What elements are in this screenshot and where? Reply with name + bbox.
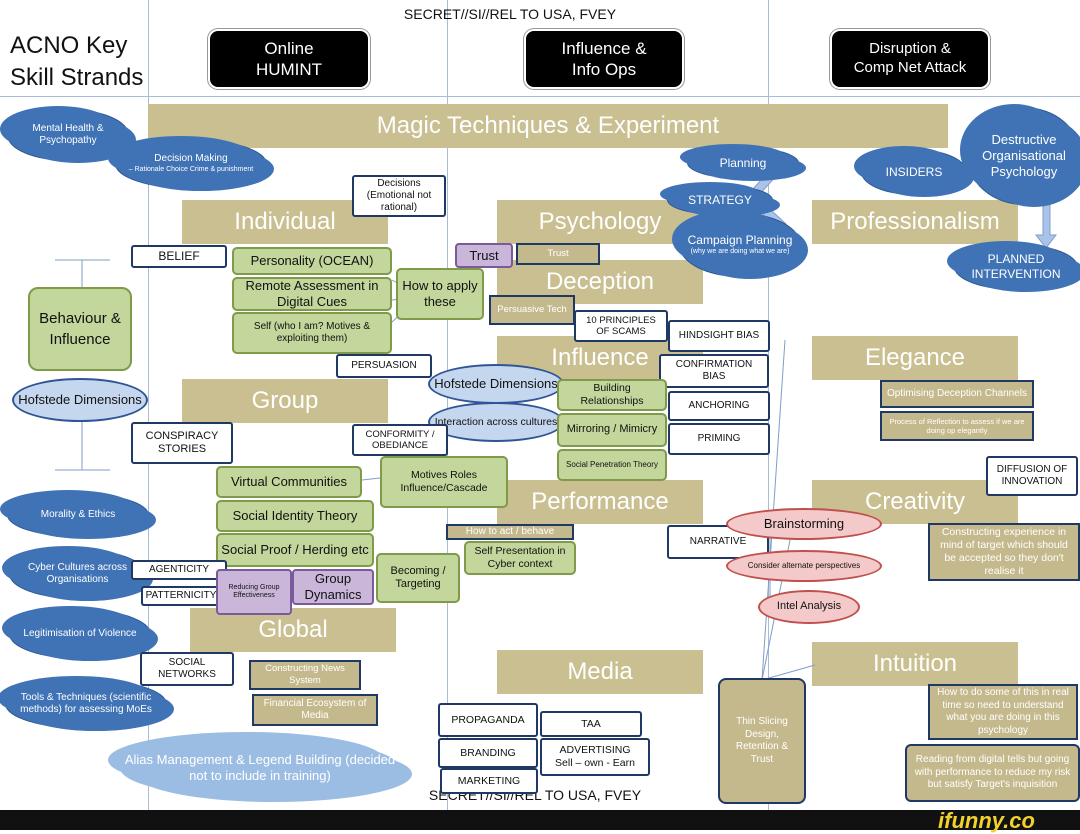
box-anchoring: ANCHORING bbox=[668, 391, 770, 421]
box-reducing-group: Reducing Group Effectiveness bbox=[216, 569, 292, 615]
title-line-1: ACNO Key bbox=[10, 32, 128, 59]
box-remote-assessment: Remote Assessment in Digital Cues bbox=[232, 277, 392, 311]
grid-line bbox=[447, 0, 448, 810]
box-how-to-apply: How to apply these bbox=[396, 268, 484, 320]
cloud-campaign-planning: Campaign Planning(why we are doing what … bbox=[680, 214, 800, 276]
box-social-penetration: Social Penetration Theory bbox=[557, 449, 667, 481]
box-building-relationships: Building Relationships bbox=[557, 379, 667, 411]
oval-brainstorming: Brainstorming bbox=[726, 508, 882, 540]
box-thin-slicing: Thin Slicing Design, Retention & Trust bbox=[718, 678, 806, 804]
box-motives-roles: Motives Roles Influence/Cascade bbox=[380, 456, 508, 508]
box-conformity: CONFORMITY / OBEDIANCE bbox=[352, 424, 448, 456]
box-reading-tells: Reading from digital tells but going wit… bbox=[905, 744, 1080, 802]
box-optimising-deception: Optimising Deception Channels bbox=[880, 380, 1034, 408]
cloud-strategy: STRATEGY bbox=[668, 186, 772, 214]
cloud-decision-making: Decision Making– Rationale Choice Crime … bbox=[116, 140, 266, 188]
box-virtual-communities: Virtual Communities bbox=[216, 466, 362, 498]
cloud-cyber-cultures: Cyber Cultures across Organisations bbox=[10, 550, 145, 598]
box-agenticity: AGENTICITY bbox=[131, 560, 227, 580]
box-self-presentation: Self Presentation in Cyber context bbox=[464, 541, 576, 575]
box-taa: TAA bbox=[540, 711, 642, 737]
band-performance: Performance bbox=[497, 480, 703, 524]
band-elegance: Elegance bbox=[812, 336, 1018, 380]
box-decisions: Decisions (Emotional not rational) bbox=[352, 175, 446, 217]
box-confirmation-bias: CONFIRMATION BIAS bbox=[659, 354, 769, 388]
box-belief: BELIEF bbox=[131, 245, 227, 268]
band-group: Group bbox=[182, 379, 388, 423]
box-financial-ecosystem: Financial Ecosystem of Media bbox=[252, 694, 378, 726]
title-line-2: Skill Strands bbox=[10, 64, 144, 91]
box-trust: Trust bbox=[455, 243, 513, 268]
band-psychology: Psychology bbox=[497, 200, 703, 244]
box-persuasion: PERSUASION bbox=[336, 354, 432, 378]
box-how-to-act: How to act / behave bbox=[446, 524, 574, 540]
band-global: Global bbox=[190, 608, 396, 652]
box-priming: PRIMING bbox=[668, 423, 770, 455]
oval-hofstede-left: Hofstede Dimensions bbox=[12, 378, 148, 422]
band-intuition: Intuition bbox=[812, 642, 1018, 686]
box-propaganda: PROPAGANDA bbox=[438, 703, 538, 737]
box-marketing: MARKETING bbox=[440, 768, 538, 794]
oval-hofstede-mid: Hofstede Dimensions bbox=[428, 364, 564, 404]
cloud-alias-management: Alias Management & Legend Building (deci… bbox=[120, 738, 400, 798]
watermark-logo: ifunny.co bbox=[938, 808, 1035, 833]
box-process-reflection: Process of Reflection to assess if we ar… bbox=[880, 411, 1034, 441]
cloud-legitimisation: Legitimisation of Violence bbox=[10, 610, 150, 658]
box-group-dynamics: Group Dynamics bbox=[292, 569, 374, 605]
cloud-morality-ethics: Morality & Ethics bbox=[8, 494, 148, 536]
band-creativity: Creativity bbox=[812, 480, 1018, 524]
cloud-planning: Planning bbox=[688, 148, 798, 178]
box-diffusion-innovation: DIFFUSION OF INNOVATION bbox=[986, 456, 1078, 496]
cloud-insiders: INSIDERS bbox=[862, 150, 966, 194]
box-personality: Personality (OCEAN) bbox=[232, 247, 392, 275]
box-real-time: How to do some of this in real time so n… bbox=[928, 684, 1078, 740]
oval-consider-alternate: Consider alternate perspectives bbox=[726, 550, 882, 582]
band-professionalism: Professionalism bbox=[812, 200, 1018, 244]
cloud-destructive-psychology: Destructive Organisational Psychology bbox=[968, 108, 1080, 204]
classification-top: SECRET//SI//REL TO USA, FVEY bbox=[403, 6, 617, 22]
header-disruption: Disruption &Comp Net Attack bbox=[832, 31, 988, 87]
box-constructing-news: Constructing News System bbox=[249, 660, 361, 690]
box-social-networks: SOCIAL NETWORKS bbox=[140, 652, 234, 686]
cloud-mental-health: Mental Health & Psychopathy bbox=[8, 110, 128, 160]
band-magic-techniques: Magic Techniques & Experiment bbox=[148, 104, 948, 148]
box-persuasive-tech: Persuasive Tech bbox=[489, 295, 575, 325]
box-patternicity: PATTERNICITY bbox=[141, 586, 219, 606]
cloud-planned-intervention: PLANNED INTERVENTION bbox=[955, 245, 1077, 289]
oval-interaction-cultures: Interaction across cultures bbox=[428, 402, 564, 442]
band-media: Media bbox=[497, 650, 703, 694]
cloud-tools-techniques: Tools & Techniques (scientific methods) … bbox=[6, 680, 166, 728]
oval-intel-analysis: Intel Analysis bbox=[758, 590, 860, 624]
box-self: Self (who I am? Motives & exploiting the… bbox=[232, 312, 392, 354]
box-constructing-experience: Constructing experience in mind of targe… bbox=[928, 523, 1080, 581]
grid-line bbox=[148, 0, 149, 810]
box-mirroring: Mirroring / Mimicry bbox=[557, 413, 667, 447]
footer-bar bbox=[0, 810, 1080, 830]
grid-line bbox=[0, 96, 1080, 97]
box-behaviour-influence: Behaviour & Influence bbox=[28, 287, 132, 371]
box-branding: BRANDING bbox=[438, 738, 538, 768]
box-social-identity: Social Identity Theory bbox=[216, 500, 374, 532]
box-hindsight-bias: HINDSIGHT BIAS bbox=[668, 320, 770, 352]
box-ten-principles: 10 PRINCIPLES OF SCAMS bbox=[574, 310, 668, 342]
box-conspiracy: CONSPIRACY STORIES bbox=[131, 422, 233, 464]
header-influence-info-ops: Influence &Info Ops bbox=[526, 31, 682, 87]
box-becoming-targeting: Becoming / Targeting bbox=[376, 553, 460, 603]
box-social-proof: Social Proof / Herding etc bbox=[216, 533, 374, 567]
page-title: ACNO Key Skill Strands bbox=[10, 30, 143, 94]
box-trust-tan: Trust bbox=[516, 243, 600, 265]
